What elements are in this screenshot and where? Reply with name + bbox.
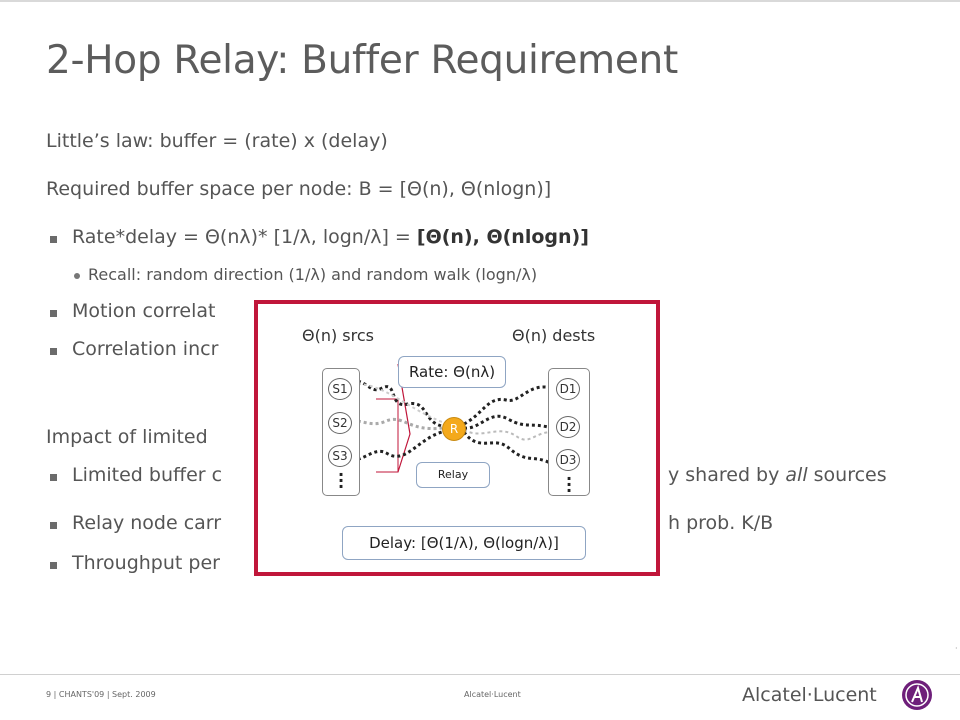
slide-title: 2-Hop Relay: Buffer Requirement xyxy=(46,38,678,83)
dest-node-d2: D2 xyxy=(556,416,580,438)
footer-company: Alcatel·Lucent xyxy=(464,690,521,699)
bullet-correlation-incr: Correlation incr xyxy=(72,338,219,360)
dest-node-d3: D3 xyxy=(556,449,580,471)
rate-box: Rate: Θ(nλ) xyxy=(398,356,506,388)
relay-box: Relay xyxy=(416,462,490,488)
footer-slide-info: 9 | CHANTS'09 | Sept. 2009 xyxy=(46,690,156,699)
body-line-littles-law: Little’s law: buffer = (rate) x (delay) xyxy=(46,130,388,152)
bullet-marker xyxy=(50,522,57,529)
dest-node-d1: D1 xyxy=(556,378,580,400)
bullet-limited-buffer: Limited buffer c xyxy=(72,464,223,486)
relay-node: R xyxy=(442,417,466,441)
body-line-impact: Impact of limited xyxy=(46,426,208,448)
corner-mark: · xyxy=(955,644,958,653)
source-node-s1: S1 xyxy=(328,378,352,400)
sources-label: Θ(n) srcs xyxy=(302,326,374,345)
relay-diagram-callout: Θ(n) srcs Θ(n) dests Rate: Θ(nλ) S1 S2 S… xyxy=(254,300,660,576)
bullet-limited-buffer-end: y shared by all sources xyxy=(668,464,887,486)
footer-rule xyxy=(0,674,960,675)
bullet-limited-buffer-sources: sources xyxy=(807,464,887,486)
source-bracket xyxy=(376,398,399,473)
top-rule xyxy=(0,0,960,2)
bullet-marker xyxy=(50,562,57,569)
destinations-label: Θ(n) dests xyxy=(512,326,596,345)
bullet-rate-delay-result: [Θ(n), Θ(nlogn)] xyxy=(416,226,589,248)
bullet-marker xyxy=(50,310,57,317)
source-node-s3: S3 xyxy=(328,445,352,467)
bullet-throughput: Throughput per xyxy=(72,552,220,574)
bullet-rate-delay-text: Rate*delay = Θ(nλ)* [1/λ, logn/λ] = xyxy=(72,226,417,248)
body-line-required-buffer: Required buffer space per node: B = [Θ(n… xyxy=(46,178,552,200)
path-relay-alt xyxy=(463,429,553,441)
bullet-motion-correlation: Motion correlat xyxy=(72,300,216,322)
sources-ellipsis: ··· xyxy=(337,465,345,496)
company-logo-text: Alcatel·Lucent xyxy=(742,684,877,706)
sub-bullet-marker xyxy=(74,273,80,279)
company-logo-icon xyxy=(901,679,933,715)
path-relay-d1 xyxy=(463,385,553,426)
bullet-marker xyxy=(50,236,57,243)
bullet-marker xyxy=(50,474,57,481)
source-node-s2: S2 xyxy=(328,412,352,434)
path-relay-d2 xyxy=(463,414,553,430)
bullet-relay-node: Relay node carr xyxy=(72,512,222,534)
bullet-limited-buffer-all: all xyxy=(785,464,808,486)
destinations-ellipsis: ··· xyxy=(565,469,573,500)
bullet-rate-delay: Rate*delay = Θ(nλ)* [1/λ, logn/λ] = [Θ(n… xyxy=(72,226,589,248)
delay-box: Delay: [Θ(1/λ), Θ(logn/λ)] xyxy=(342,526,586,560)
sub-bullet-recall: Recall: random direction (1/λ) and rando… xyxy=(88,265,538,284)
path-relay-d3 xyxy=(462,431,553,466)
bullet-limited-buffer-end-text: y shared by xyxy=(668,464,786,486)
bullet-marker xyxy=(50,348,57,355)
bullet-relay-node-end: h prob. K/B xyxy=(668,512,774,534)
path-s3-relay xyxy=(339,430,443,463)
